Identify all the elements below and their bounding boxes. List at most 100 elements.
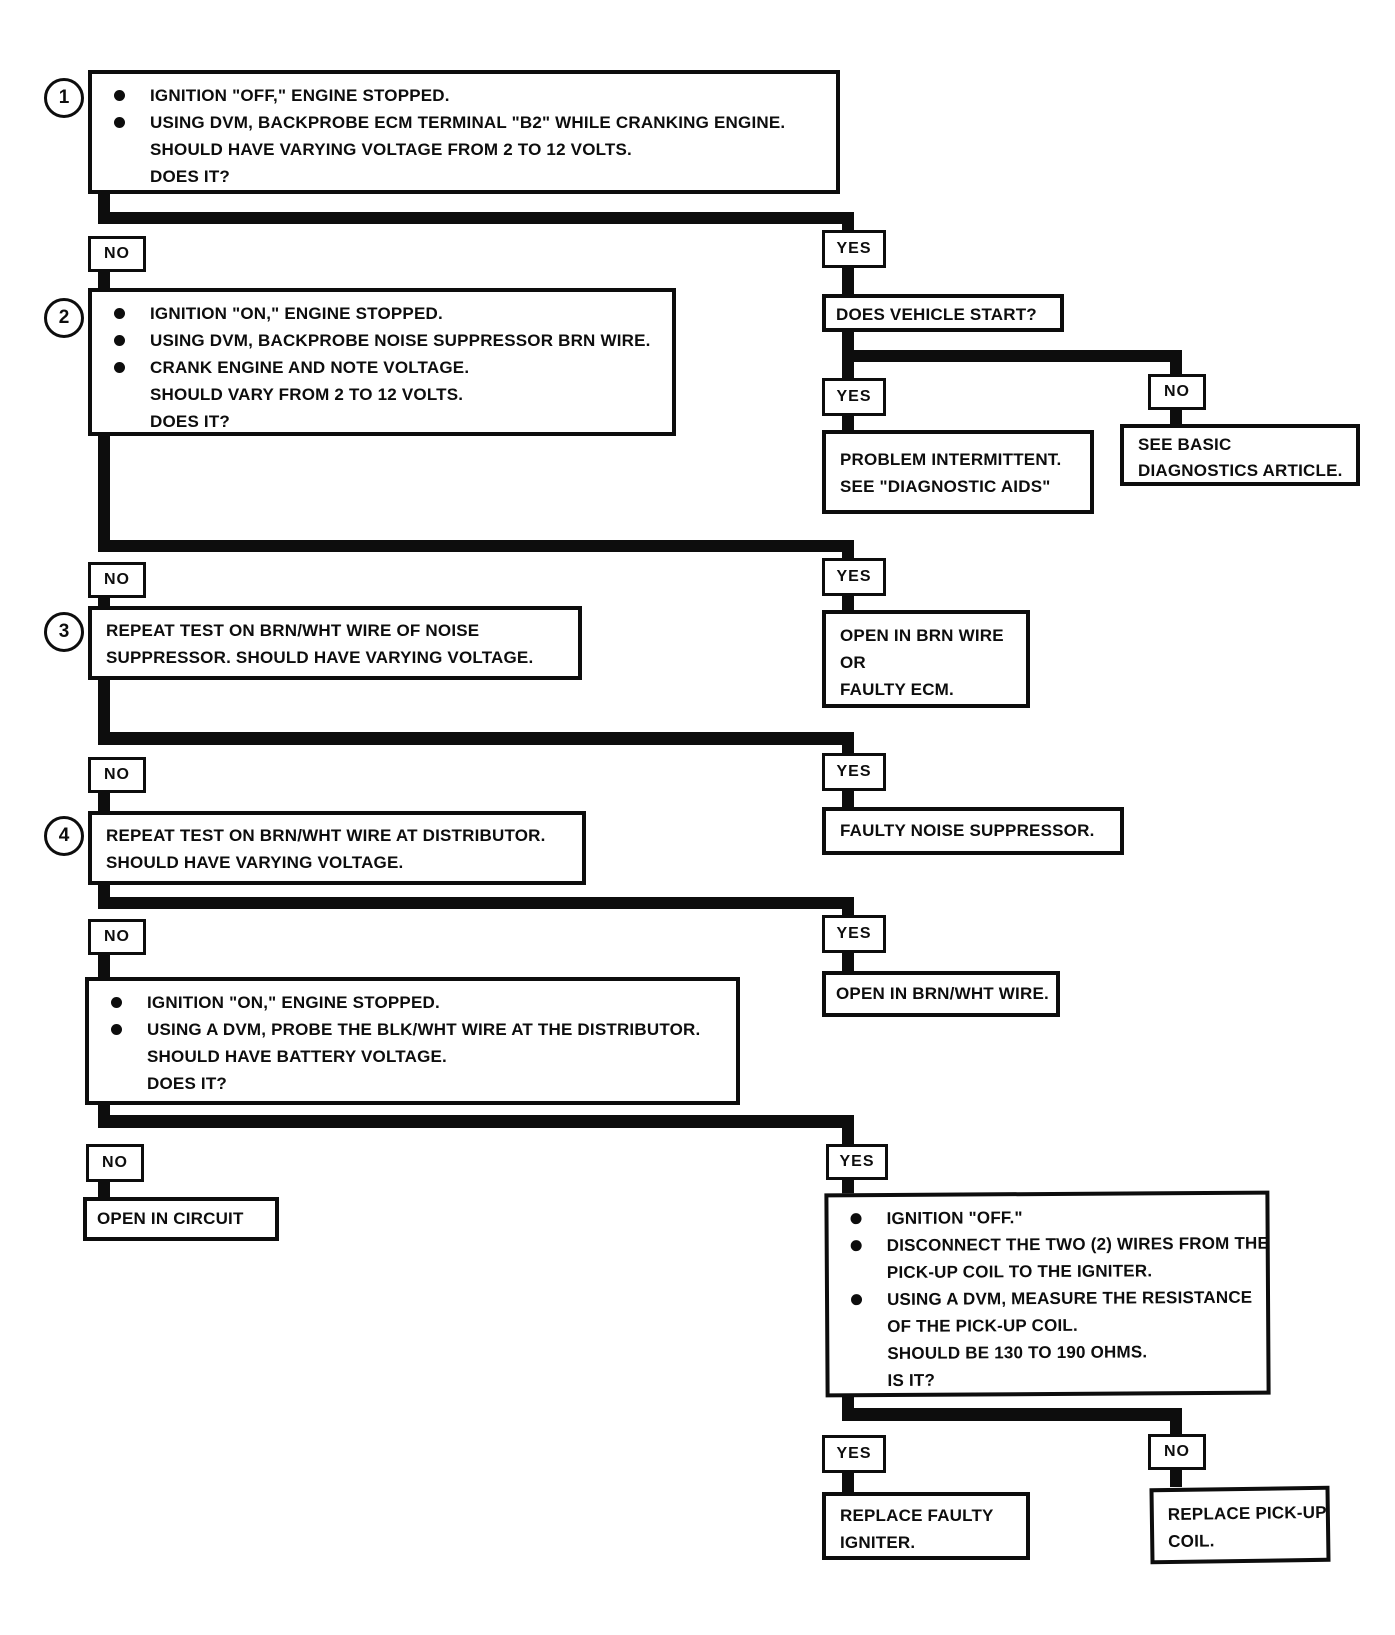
step-number-1: 1 xyxy=(44,78,84,118)
text-line: DIAGNOSTICS ARTICLE. xyxy=(1138,461,1343,480)
step-number-2: 2 xyxy=(44,298,84,338)
text-line: USING DVM, BACKPROBE ECM TERMINAL "B2" W… xyxy=(110,109,824,136)
text-line: OF THE PICK-UP COIL. xyxy=(887,1315,1078,1336)
text-line: COIL. xyxy=(1168,1531,1215,1552)
connector-line xyxy=(1170,362,1182,376)
branch-yes-3: YES xyxy=(822,753,886,791)
text-line: DOES IT? xyxy=(150,167,230,186)
connector-line xyxy=(1170,1421,1182,1435)
no-label: NO xyxy=(104,571,130,588)
box-problem-intermittent: PROBLEM INTERMITTENT. SEE "DIAGNOSTIC AI… xyxy=(822,430,1094,514)
connector-line xyxy=(842,1473,854,1492)
box-open-in-brnwht-wire: OPEN IN BRN/WHT WIRE. xyxy=(822,971,1060,1017)
connector-line xyxy=(842,909,854,919)
yes-label: YES xyxy=(836,388,872,405)
text-line: PICK-UP COIL TO THE IGNITER. xyxy=(886,1261,1153,1282)
text-line: SEE BASIC xyxy=(1138,435,1232,454)
text-line: SUPPRESSOR. SHOULD HAVE VARYING VOLTAGE. xyxy=(106,648,534,667)
no-label: NO xyxy=(1164,383,1190,400)
text-line: REPEAT TEST ON BRN/WHT WIRE OF NOISE xyxy=(106,621,480,640)
connector-line xyxy=(98,540,854,552)
branch-yes-resistance: YES xyxy=(822,1435,886,1473)
step-number-label: 4 xyxy=(58,825,70,846)
connector-line xyxy=(98,1115,854,1128)
text-line: OPEN IN CIRCUIT xyxy=(97,1209,244,1228)
box-open-in-circuit: OPEN IN CIRCUIT xyxy=(83,1197,279,1241)
step-number-label: 3 xyxy=(58,621,70,642)
no-label: NO xyxy=(102,1154,128,1171)
text-line: USING A DVM, PROBE THE BLK/WHT WIRE AT T… xyxy=(107,1016,724,1043)
box-replace-faulty-igniter: REPLACE FAULTY IGNITER. xyxy=(822,1492,1030,1560)
connector-line xyxy=(98,1182,110,1197)
branch-no-vehicle-start: NO xyxy=(1148,374,1206,410)
step-number-4: 4 xyxy=(44,816,84,856)
box-see-basic-diagnostics: SEE BASIC DIAGNOSTICS ARTICLE. xyxy=(1120,424,1360,486)
connector-line xyxy=(842,362,854,378)
text-line: IGNITION "OFF." xyxy=(846,1203,1253,1232)
step-number-label: 1 xyxy=(58,87,70,108)
text-line: IGNITION "ON," ENGINE STOPPED. xyxy=(110,300,660,327)
yes-label: YES xyxy=(836,240,872,257)
connector-line xyxy=(98,955,110,977)
text-line: PROBLEM INTERMITTENT. xyxy=(840,450,1062,469)
text-line: OR xyxy=(840,653,866,672)
connector-line xyxy=(842,268,854,294)
connector-line xyxy=(1170,1470,1182,1487)
text-line: SHOULD VARY FROM 2 TO 12 VOLTS. xyxy=(150,385,464,404)
text-line: FAULTY NOISE SUPPRESSOR. xyxy=(840,821,1095,840)
text-line: REPLACE PICK-UP xyxy=(1167,1502,1327,1525)
branch-yes-1: YES xyxy=(822,230,886,268)
box-does-vehicle-start: DOES VEHICLE START? xyxy=(822,294,1064,332)
text-line: FAULTY ECM. xyxy=(840,680,954,699)
connector-line xyxy=(1170,410,1182,424)
connector-line xyxy=(98,897,854,909)
box-step-3: REPEAT TEST ON BRN/WHT WIRE OF NOISE SUP… xyxy=(88,606,582,680)
text-line: OPEN IN BRN WIRE xyxy=(840,626,1004,645)
box-replace-pickup-coil: REPLACE PICK-UP COIL. xyxy=(1149,1485,1331,1565)
connector-line xyxy=(842,332,854,354)
branch-no-1: NO xyxy=(88,236,146,272)
text-line: USING DVM, BACKPROBE NOISE SUPPRESSOR BR… xyxy=(110,327,660,354)
box-probe-blkwht: IGNITION "ON," ENGINE STOPPED. USING A D… xyxy=(85,977,740,1105)
connector-line xyxy=(842,791,854,807)
connector-line xyxy=(842,953,854,971)
text-line: SEE "DIAGNOSTIC AIDS" xyxy=(840,477,1051,496)
branch-yes-2: YES xyxy=(822,558,886,596)
connector-line xyxy=(98,680,110,738)
no-label: NO xyxy=(104,766,130,783)
branch-no-5: NO xyxy=(86,1144,144,1182)
box-faulty-noise-suppressor: FAULTY NOISE SUPPRESSOR. xyxy=(822,807,1124,855)
text-line: CRANK ENGINE AND NOTE VOLTAGE. xyxy=(110,354,660,381)
connector-line xyxy=(842,1180,854,1194)
text-line: IGNITION "ON," ENGINE STOPPED. xyxy=(107,989,724,1016)
connector-line xyxy=(842,596,854,610)
connector-line xyxy=(842,350,1182,362)
connector-line xyxy=(98,192,110,216)
yes-label: YES xyxy=(836,568,872,585)
branch-no-4: NO xyxy=(88,919,146,955)
box-step-1: IGNITION "OFF," ENGINE STOPPED. USING DV… xyxy=(88,70,840,194)
connector-line xyxy=(98,732,854,745)
no-label: NO xyxy=(104,928,130,945)
step-number-label: 2 xyxy=(58,307,70,328)
connector-line xyxy=(842,1408,1182,1421)
text-line: DISCONNECT THE TWO (2) WIRES FROM THE xyxy=(847,1230,1269,1259)
connector-line xyxy=(842,552,854,562)
text-line: DOES IT? xyxy=(147,1074,227,1093)
connector-line xyxy=(98,272,110,290)
branch-yes-5: YES xyxy=(826,1144,888,1180)
branch-no-resistance: NO xyxy=(1148,1434,1206,1470)
text-line: DOES IT? xyxy=(150,412,230,431)
yes-label: YES xyxy=(836,763,872,780)
box-step-2: IGNITION "ON," ENGINE STOPPED. USING DVM… xyxy=(88,288,676,436)
step-number-3: 3 xyxy=(44,612,84,652)
box-step-4: REPEAT TEST ON BRN/WHT WIRE AT DISTRIBUT… xyxy=(88,811,586,885)
box-pickup-coil-resistance: IGNITION "OFF." DISCONNECT THE TWO (2) W… xyxy=(824,1190,1271,1398)
no-label: NO xyxy=(104,245,130,262)
text-line: SHOULD HAVE BATTERY VOLTAGE. xyxy=(147,1047,447,1066)
text-line: SHOULD BE 130 TO 190 OHMS. xyxy=(887,1342,1148,1363)
no-label: NO xyxy=(1164,1443,1190,1460)
text-line: IGNITER. xyxy=(840,1533,916,1552)
yes-label: YES xyxy=(836,1445,872,1462)
